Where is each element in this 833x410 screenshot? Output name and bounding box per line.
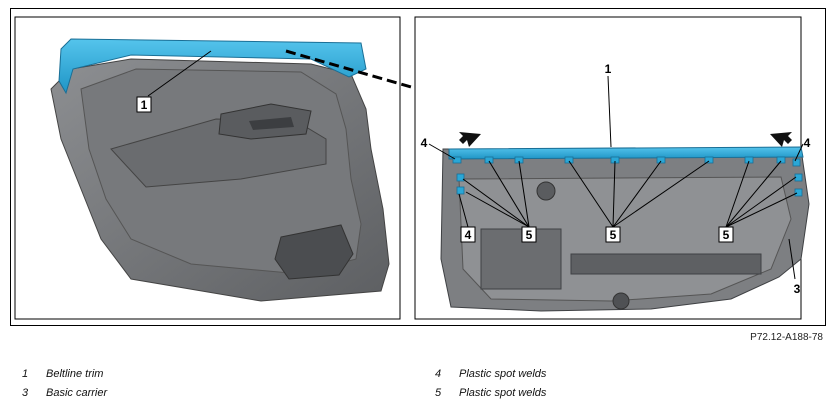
figure-reference: P72.12-A188-78	[750, 332, 823, 343]
door-diagram: 1	[14, 16, 811, 320]
callout-5-left-box	[521, 226, 537, 243]
callout-1-left-line	[147, 50, 212, 97]
callout-4-top-left-line	[428, 143, 456, 160]
legend-item-5: 5 Plastic spot welds	[435, 387, 546, 399]
window-regulator	[480, 228, 562, 290]
callout-4-top-right-line	[794, 143, 804, 162]
callout-5-left: 5	[526, 228, 533, 242]
guide-rail	[570, 253, 762, 275]
legend-number: 5	[435, 387, 442, 399]
arrow-right-icon	[770, 132, 792, 147]
callout-5-right-box	[718, 226, 734, 243]
callout-1-right-line	[607, 75, 612, 148]
legend-text: Plastic spot welds	[459, 387, 547, 399]
callout-4-top-right: 4	[804, 136, 811, 150]
legend-number: 1	[22, 368, 29, 380]
callout-1-left: 1	[141, 98, 148, 112]
callout-5-center: 5	[610, 228, 617, 242]
arrow-left-icon	[459, 132, 481, 147]
spot-weld-tabs	[452, 156, 803, 197]
latch-hub	[536, 181, 556, 201]
legend-text: Basic carrier	[46, 387, 108, 399]
callout-4-bottom: 4	[465, 228, 472, 242]
motor-hub	[612, 292, 630, 310]
callout-1-left-box	[136, 96, 152, 113]
right-panel: 1 4 4 4 5 5 5 3	[414, 16, 811, 320]
callout-3-line	[788, 238, 796, 280]
callout-5-center-box	[605, 226, 621, 243]
door-handle	[249, 117, 294, 130]
legend-number: 3	[22, 387, 29, 399]
legend-text: Plastic spot welds	[459, 368, 547, 380]
legend-item-4: 4 Plastic spot welds	[435, 368, 546, 380]
speaker-grille	[274, 224, 354, 280]
callout-4-bottom-line	[458, 193, 469, 228]
callout-5-lines	[462, 160, 798, 228]
legend-number: 4	[435, 368, 442, 380]
detail-leader	[285, 49, 412, 89]
legend-item-1: 1 Beltline trim	[22, 368, 103, 380]
legend-text: Beltline trim	[46, 368, 104, 380]
callout-5-right: 5	[723, 228, 730, 242]
callout-3: 3	[794, 282, 801, 296]
left-panel: 1	[14, 16, 412, 320]
figure-frame: 1	[10, 8, 826, 326]
callout-4-top-left: 4	[421, 136, 428, 150]
callout-1-right: 1	[605, 62, 612, 76]
legend-item-3: 3 Basic carrier	[22, 387, 107, 399]
